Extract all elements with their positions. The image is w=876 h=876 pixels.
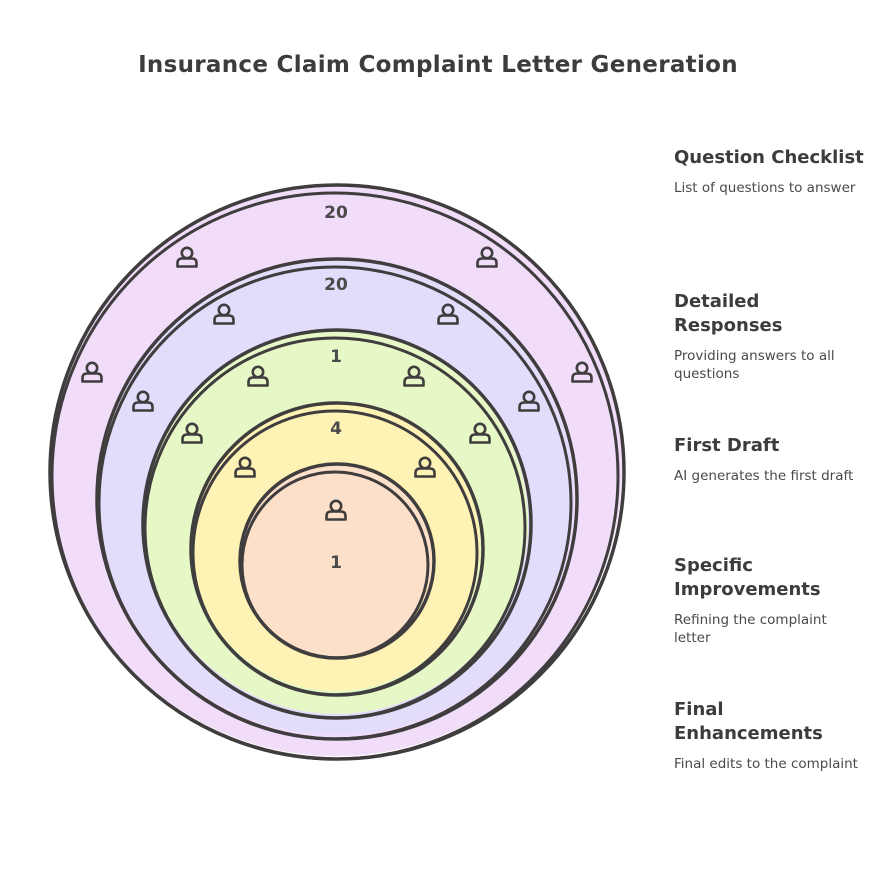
legend-item-title: Final Enhancements xyxy=(674,699,823,744)
ring-detailed-responses-outline-sketch xyxy=(97,265,573,741)
ring-first-draft-value: 1 xyxy=(330,347,342,367)
legend-item-detailed-responses: Detailed Responses Providing answers to … xyxy=(674,290,864,383)
legend-item-question-checklist: Question Checklist List of questions to … xyxy=(674,146,864,197)
legend-item-title: First Draft xyxy=(674,435,780,456)
ring-specific-improvements-value: 4 xyxy=(330,419,342,439)
legend-item-title: Specific Improvements xyxy=(674,555,821,600)
diagram-title: Insurance Claim Complaint Letter Generat… xyxy=(138,52,738,78)
legend-item-description: Providing answers to all questions xyxy=(674,348,835,382)
ring-first-draft-outline-sketch xyxy=(143,336,527,720)
legend-item-description: Final edits to the complaint xyxy=(674,756,858,772)
ring-question-checklist-outline-sketch xyxy=(50,191,620,761)
ring-final-enhancements-fill xyxy=(240,464,432,656)
ring-final-enhancements-value: 1 xyxy=(330,553,342,573)
legend-item-first-draft: First Draft AI generates the first draft xyxy=(674,434,864,485)
ring-detailed-responses-value: 20 xyxy=(324,275,348,295)
legend-item-description: AI generates the first draft xyxy=(674,468,854,484)
ring-specific-improvements-outline-sketch xyxy=(191,409,479,697)
legend-item-title: Question Checklist xyxy=(674,147,864,168)
legend-item-description: List of questions to answer xyxy=(674,180,856,196)
legend-item-final-enhancements: Final Enhancements Final edits to the co… xyxy=(674,698,864,773)
ring-final-enhancements: 1 xyxy=(238,462,436,660)
ring-final-enhancements-outline-sketch xyxy=(240,470,430,660)
ring-question-checklist-value: 20 xyxy=(324,203,348,223)
legend-item-specific-improvements: Specific Improvements Refining the compl… xyxy=(674,554,864,647)
legend-item-description: Refining the complaint letter xyxy=(674,612,827,646)
legend-item-title: Detailed Responses xyxy=(674,291,783,336)
